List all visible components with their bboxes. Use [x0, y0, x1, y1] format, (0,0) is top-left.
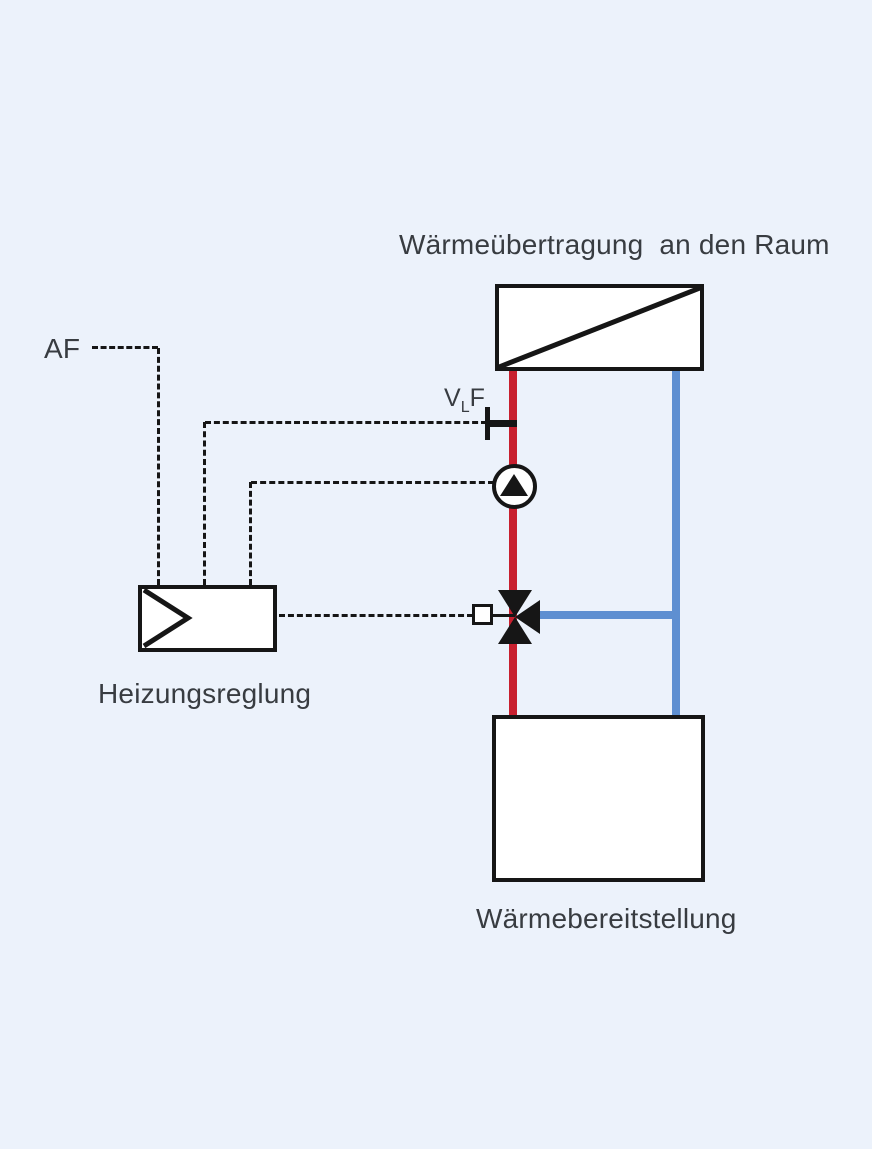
wire-valve-h	[279, 614, 473, 617]
supply-sensor-label: VLF	[444, 384, 485, 416]
heat-source-box	[492, 715, 705, 882]
controller-label: Heizungsreglung	[98, 678, 312, 709]
actuator-stem	[493, 614, 515, 617]
outdoor-sensor-label: AF	[44, 333, 81, 364]
wire-pump-v	[249, 482, 252, 585]
three-way-valve-icon	[498, 590, 540, 644]
valve-actuator-icon	[472, 604, 493, 625]
heat-transfer-room-label: Wärmeübertragung an den Raum	[399, 229, 830, 260]
heat-exchanger-diagonal-icon	[499, 288, 700, 367]
valve-return-branch-pipe	[536, 611, 680, 619]
return-pipe-blue	[672, 366, 680, 717]
temperature-sensor-stem	[488, 420, 517, 427]
wire-outdoor-sensor-h	[92, 346, 158, 349]
pump-icon	[492, 464, 537, 509]
wire-supply-sensor-v	[203, 422, 206, 585]
wire-pump-h	[251, 481, 494, 484]
controller-chevron-icon	[142, 589, 193, 648]
pump-triangle	[500, 474, 528, 496]
heat-exchanger-box	[495, 284, 704, 371]
wire-outdoor-sensor-v	[157, 348, 160, 585]
heat-source-label: Wärmebereitstellung	[476, 903, 737, 934]
controller-box	[138, 585, 277, 652]
supply-pipe-red	[509, 366, 517, 717]
wire-supply-sensor-h	[205, 421, 487, 424]
temperature-sensor-icon	[485, 407, 490, 440]
